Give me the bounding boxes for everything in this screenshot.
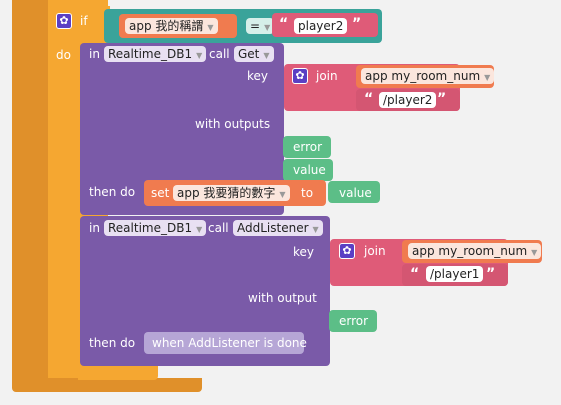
get-component-text: Realtime_DB1 [108, 47, 193, 61]
if-block-bottom-edge [48, 378, 78, 382]
listener-then-do-label: then do [89, 336, 136, 350]
get-method-dropdown[interactable]: Get▼ [234, 46, 274, 62]
open-quote-icon: “ [364, 91, 374, 107]
outer-block-spine[interactable] [12, 0, 48, 392]
if-label: if [80, 14, 88, 28]
done-event-label: when AddListener is done [152, 336, 307, 350]
compare-text-value[interactable]: player2 [294, 18, 348, 34]
get-component-dropdown[interactable]: Realtime_DB1▼ [104, 46, 207, 62]
done-event-block[interactable] [144, 332, 304, 354]
dropdown-arrow-icon: ▼ [264, 23, 271, 32]
listener-method-dropdown[interactable]: AddListener▼ [233, 220, 323, 236]
listener-component-text: Realtime_DB1 [108, 221, 193, 235]
listener-call-label: call [208, 221, 229, 235]
dropdown-arrow-icon: ▼ [196, 225, 203, 234]
dropdown-arrow-icon: ▼ [196, 51, 203, 60]
get-output-error[interactable] [283, 136, 331, 158]
set-value-label: value [339, 186, 372, 200]
get-then-do-label: then do [89, 185, 136, 199]
set-to-label: to [301, 186, 314, 200]
open-quote-icon: “ [279, 16, 289, 32]
listener-component-dropdown[interactable]: Realtime_DB1▼ [104, 220, 207, 236]
set-var-text: app 我要猜的數字 [177, 186, 276, 200]
get-in-label: in [89, 47, 100, 61]
listener-output-error-label: error [339, 314, 369, 328]
listener-in-label: in [89, 221, 100, 235]
dropdown-arrow-icon: ▼ [531, 248, 538, 257]
get-join-text-value[interactable]: /player2 [379, 92, 437, 108]
operator-dropdown[interactable]: =▼ [246, 18, 275, 34]
get-join-var-dropdown[interactable]: app my_room_num▼ [361, 68, 495, 84]
listener-key-label: key [293, 245, 315, 259]
close-quote-icon: ” [437, 91, 447, 107]
get-outputs-label: with outputs [195, 117, 271, 131]
get-join-gear-icon[interactable]: ✿ [292, 68, 308, 84]
listener-join-var-dropdown[interactable]: app my_room_num▼ [408, 243, 542, 259]
dropdown-arrow-icon: ▼ [484, 73, 491, 82]
listener-join-gear-icon[interactable]: ✿ [339, 243, 355, 259]
if-gear-icon[interactable]: ✿ [56, 13, 72, 29]
var-name-text: app 我的稱謂 [129, 19, 204, 33]
dropdown-arrow-icon: ▼ [279, 190, 286, 199]
close-quote-icon: ” [352, 16, 362, 32]
do-label: do [56, 48, 71, 62]
var-name-dropdown[interactable]: app 我的稱謂▼ [125, 18, 218, 34]
get-output-value-label: value [293, 163, 326, 177]
dropdown-arrow-icon: ▼ [263, 51, 270, 60]
if-block-bottom [48, 364, 158, 380]
dropdown-arrow-icon: ▼ [312, 225, 319, 234]
set-var-dropdown[interactable]: app 我要猜的數字▼ [173, 185, 290, 201]
get-join-label: join [316, 69, 338, 83]
listener-output-label: with output [248, 291, 317, 305]
listener-join-label: join [364, 244, 386, 258]
get-method-text: Get [238, 47, 260, 61]
set-label: set [151, 186, 170, 200]
listener-join-text-value[interactable]: /player1 [426, 266, 484, 282]
operator-text: = [250, 19, 261, 33]
get-output-error-label: error [293, 140, 323, 154]
listener-method-text: AddListener [237, 221, 309, 235]
listener-output-error[interactable] [329, 310, 377, 332]
listener-join-var-text: app my_room_num [412, 244, 528, 258]
outer-block-bottom [12, 378, 202, 392]
close-quote-icon: ” [486, 266, 496, 282]
get-output-value[interactable] [283, 159, 333, 181]
get-key-label: key [247, 69, 269, 83]
dropdown-arrow-icon: ▼ [207, 23, 214, 32]
get-join-var-text: app my_room_num [365, 69, 481, 83]
get-call-label: call [209, 47, 230, 61]
set-value-block[interactable] [328, 181, 380, 203]
open-quote-icon: “ [410, 266, 420, 282]
